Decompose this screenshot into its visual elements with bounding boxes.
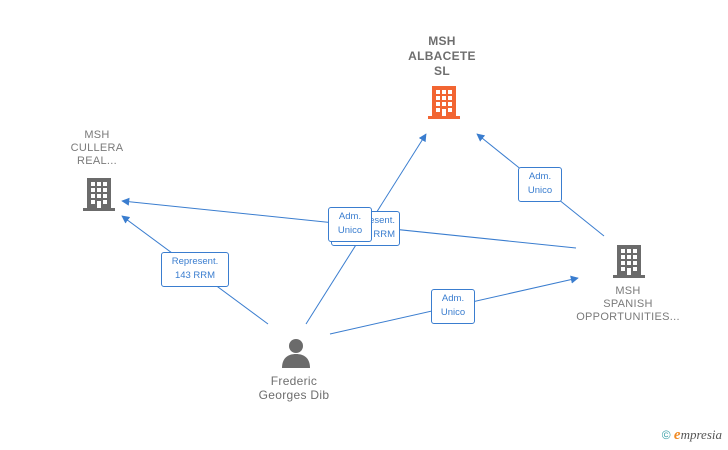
node-person-line-1: Frederic [270,374,318,388]
edge-label-adm-unico-spanish[interactable]: Adm. Unico [431,289,475,324]
edge-label-line-1: Adm. [441,293,465,304]
node-spanish-line-1: MSH [615,285,641,297]
person-icon[interactable] [281,338,311,368]
copyright-icon: © [661,428,671,442]
building-icon[interactable] [613,243,645,279]
edge-label-line-2: Unico [527,185,553,196]
node-spanish-label: MSH SPANISH OPPORTUNITIES... [568,285,688,324]
edge-label-line-2: 143 RRM [174,270,216,281]
node-spanish-line-3: OPPORTUNITIES... [576,311,680,323]
edge-label-line-1: Adm. [528,171,552,182]
copyright-watermark: © empresia [662,427,722,444]
building-icon[interactable] [428,84,460,120]
node-person-line-2: Georges Dib [258,388,330,402]
node-albacete-label: MSH ALBACETE SL [392,34,492,79]
edge-label-line-1: Represent. [171,256,219,267]
edge-label-represent-cullera[interactable]: Represent. 143 RRM [161,252,229,287]
node-spanish-line-2: SPANISH [603,298,653,310]
node-cullera-line-3: REAL... [76,155,117,167]
edge-label-line-2: 143 RRM [354,229,395,240]
node-albacete-line-2: ALBACETE [408,49,476,63]
node-cullera-line-2: CULLERA [70,142,124,154]
edge-label-line-2: Unico [337,225,363,236]
node-cullera-label: MSH CULLERA REAL... [57,129,137,168]
node-albacete-line-3: SL [434,64,450,78]
node-albacete-line-1: MSH [428,34,456,48]
node-cullera-line-1: MSH [84,129,110,141]
edge-label-line-1: Adm. [338,211,362,222]
building-icon[interactable] [83,176,115,212]
edge-label-line-2: Unico [440,307,466,318]
edge-label-adm-unico-spanish-albacete[interactable]: Adm. Unico [518,167,562,202]
edge-label-adm-unico-albacete[interactable]: Adm. Unico [328,207,372,242]
empresia-logo[interactable]: empresia [673,427,722,443]
node-person-label: Frederic Georges Dib [244,374,344,402]
